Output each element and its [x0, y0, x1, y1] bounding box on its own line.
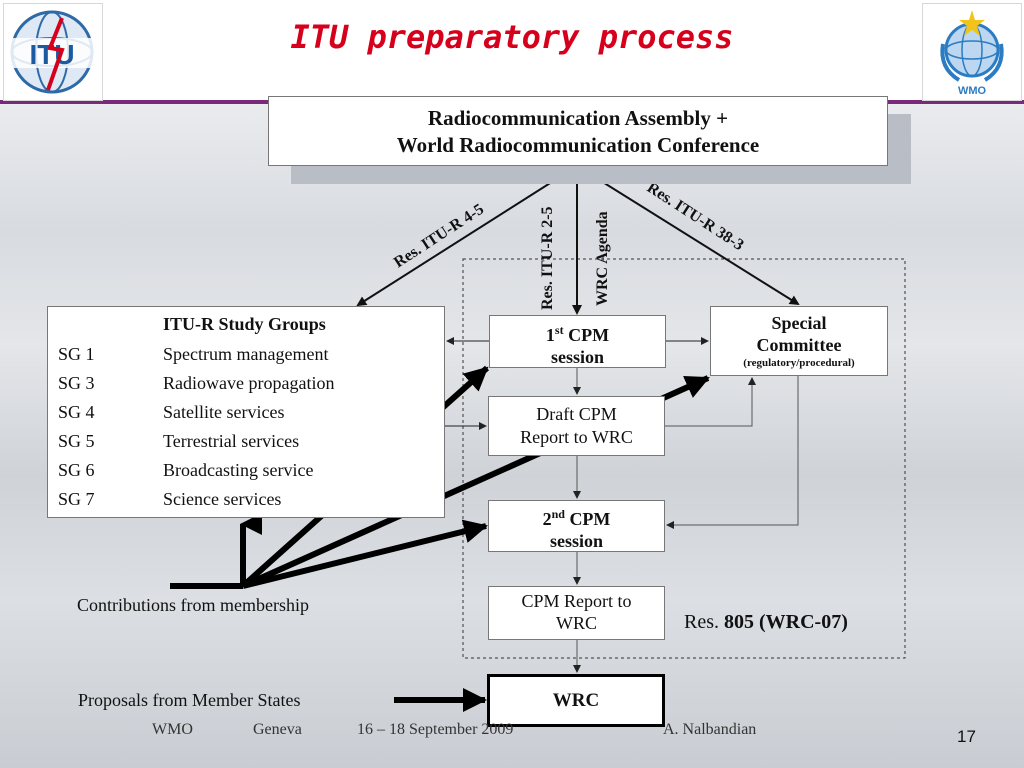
cpm2-session-box: 2nd CPM session: [488, 500, 665, 552]
res805-bold: 805 (WRC-07): [724, 611, 848, 633]
sg-name: Spectrum management: [163, 344, 329, 364]
draft-line1: Draft CPM: [536, 404, 617, 424]
contribution-arrow-cpm2: [242, 519, 488, 589]
special-line3: (regulatory/procedural): [743, 357, 855, 369]
slide-title: ITU preparatory process: [290, 18, 734, 56]
sg-id: SG 5: [58, 431, 95, 451]
special-line2: Committee: [756, 335, 842, 355]
page-number: 17: [957, 727, 976, 746]
cpm-report-line1: CPM Report to: [521, 591, 632, 611]
itu-logo-icon: ITU: [10, 10, 94, 94]
slide-header: [0, 0, 1024, 100]
wrc-box: WRC: [487, 674, 665, 727]
cpm1-sup: st: [554, 323, 564, 337]
sg-id: SG 6: [58, 460, 95, 480]
sg-name: Broadcasting service: [163, 460, 314, 480]
label-res-2-5: Res. ITU-R 2-5: [539, 206, 556, 310]
resolution-805: Res. 805 (WRC-07): [684, 611, 848, 634]
sg-id: SG 1: [58, 344, 95, 364]
assembly-line1: Radiocommunication Assembly +: [427, 106, 729, 130]
wmo-logo-icon: WMO: [940, 10, 1004, 97]
assembly-line2: World Radiocommunication Conference: [396, 133, 760, 157]
cpm2-rest: CPM: [564, 509, 611, 529]
footer-author: A. Nalbandian: [663, 721, 757, 738]
footer-dates: 16 – 18 September 2009: [357, 721, 514, 738]
res805-prefix: Res.: [684, 611, 724, 633]
footer-org: WMO: [152, 721, 193, 738]
special-line1: Special: [771, 313, 827, 333]
cpm1-ordinal: 1: [545, 325, 555, 345]
cpm1-session-box: 1st CPM session: [489, 315, 666, 368]
sg-name: Terrestrial services: [163, 431, 300, 451]
sg-id: SG 4: [58, 402, 95, 422]
cpm2-ordinal: 2: [542, 509, 552, 529]
cpm2-line2: session: [549, 531, 603, 551]
special-committee-box: Special Committee (regulatory/procedural…: [710, 306, 888, 376]
cpm-report-line2: WRC: [555, 613, 597, 633]
proposals-label: Proposals from Member States: [78, 690, 301, 710]
svg-text:WMO: WMO: [958, 85, 987, 97]
contributions-label: Contributions from membership: [77, 595, 309, 615]
footer-city: Geneva: [253, 721, 302, 738]
draft-line2: Report to WRC: [520, 427, 633, 447]
cpm1-rest: CPM: [563, 325, 610, 345]
wmo-logo: WMO: [922, 3, 1022, 101]
cpm2-sup: nd: [551, 507, 565, 521]
sg-name: Satellite services: [163, 402, 285, 422]
assembly-box: Radiocommunication Assembly + World Radi…: [268, 96, 888, 166]
arrow-to-special-committee: [576, 165, 800, 306]
cpm-region-outline: [462, 258, 906, 659]
cpm-report-box: CPM Report to WRC: [488, 586, 665, 640]
sg-id: SG 7: [58, 489, 95, 509]
draft-cpm-report-box: Draft CPM Report to WRC: [488, 396, 665, 456]
sg-name: Radiowave propagation: [163, 373, 335, 393]
study-groups-box: ITU-R Study Groups SG 1 Spectrum managem…: [47, 306, 445, 518]
arrow-to-study-groups: [356, 165, 578, 307]
label-res-4-5: Res. ITU-R 4-5: [391, 201, 487, 272]
study-groups-title: ITU-R Study Groups: [163, 314, 326, 334]
label-wrc-agenda: WRC Agenda: [594, 211, 611, 306]
sg-id: SG 3: [58, 373, 95, 393]
cpm1-line2: session: [550, 347, 604, 367]
itu-logo: ITU: [3, 3, 103, 101]
sg-name: Science services: [163, 489, 282, 509]
